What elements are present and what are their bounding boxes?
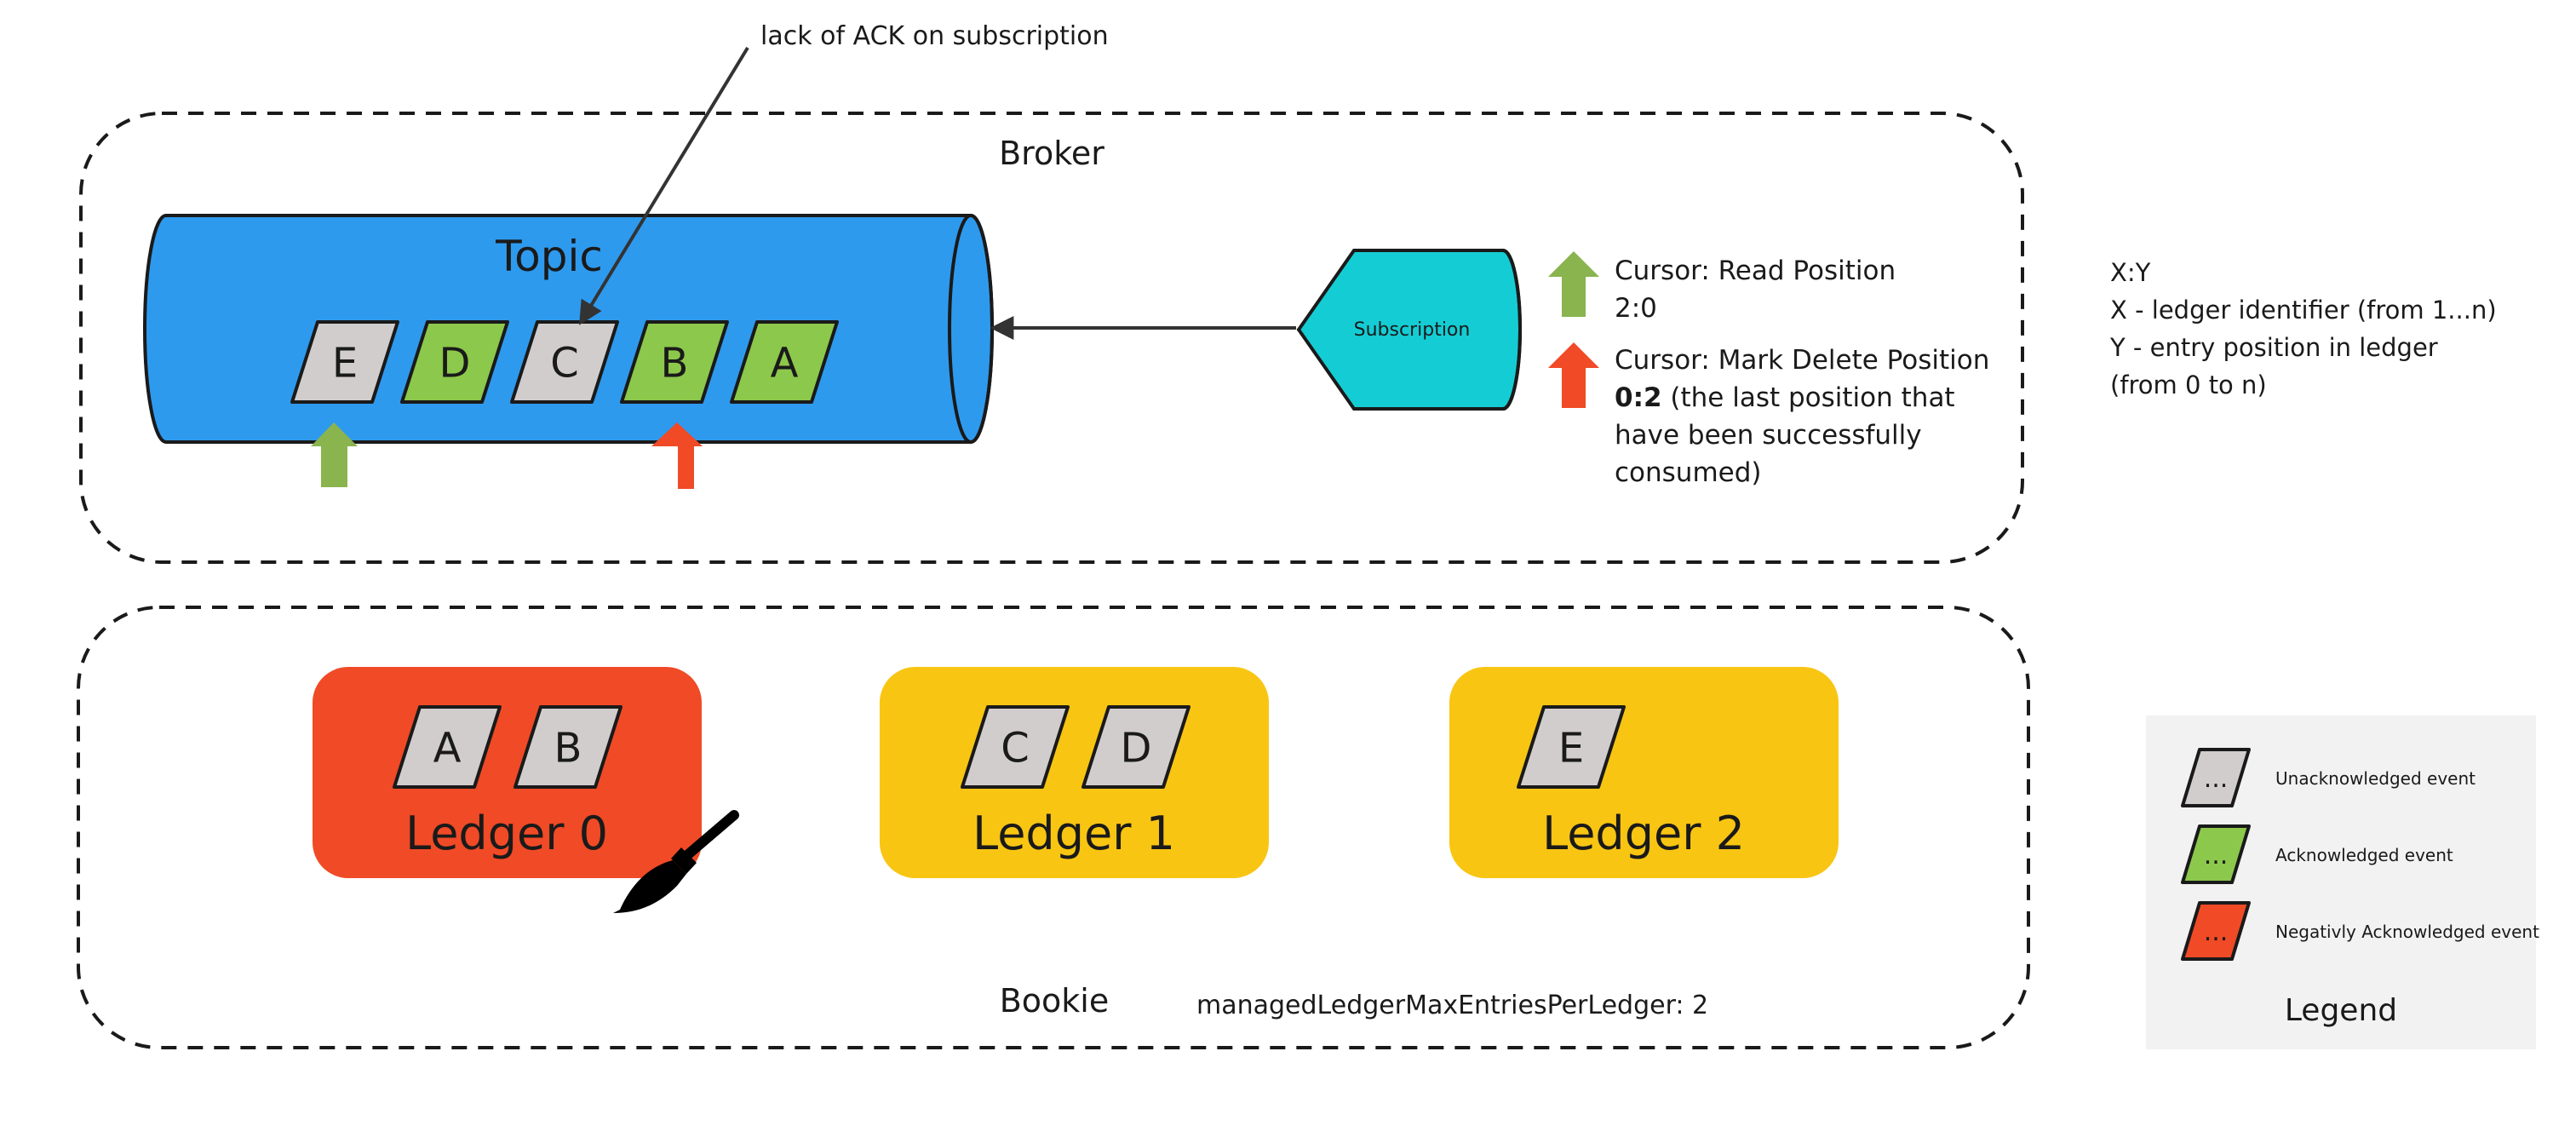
- legend-swatch-unacknowledged-label: ...: [2204, 764, 2229, 794]
- notation-line-2: X - ledger identifier (from 1...n): [2110, 296, 2497, 325]
- legend-swatch-acknowledged-shape: [2181, 824, 2251, 884]
- notation-line-4: (from 0 to n): [2110, 371, 2267, 399]
- legend-swatch-negative-shape: [2181, 901, 2251, 961]
- mark-delete-desc-2: have been successfully: [1615, 420, 1922, 451]
- legend-swatch-unacknowledged: ...: [2181, 748, 2251, 807]
- ledger-entry-a-shape: [393, 705, 502, 789]
- ledger-1-label: Ledger 1: [972, 807, 1175, 860]
- notation-line-1: X:Y: [2110, 258, 2151, 287]
- annotation: lack of ACK on subscription: [579, 21, 1109, 325]
- ledger-entry-b-shape: [513, 705, 622, 789]
- subscription-label: Subscription: [1354, 319, 1471, 341]
- broker-label: Broker: [999, 135, 1104, 172]
- red-up-arrow-icon: [1548, 342, 1599, 408]
- legend-label-acknowledged: Acknowledged event: [2275, 845, 2453, 865]
- ledger-entry-e-label: E: [1558, 724, 1584, 772]
- event-tile-d-label: D: [439, 339, 471, 387]
- ledger-entry-e: E: [1517, 705, 1626, 789]
- event-tile-d-shape: [400, 320, 509, 404]
- legend-label-unacknowledged: Unacknowledged event: [2275, 768, 2476, 789]
- notation-line-3: Y - entry position in ledger: [2109, 333, 2438, 362]
- ledger-2: Ledger 2 E: [1449, 667, 1839, 878]
- event-tile-a-label: A: [771, 339, 799, 387]
- ledger-entry-c-label: C: [1001, 724, 1030, 772]
- mark-delete-cursor-info: Cursor: Mark Delete Position 0:2 (the la…: [1548, 342, 1989, 488]
- green-up-arrow-icon: [311, 445, 358, 487]
- event-tile-a: A: [730, 320, 839, 404]
- event-tile-d: D: [400, 320, 509, 404]
- ledger-entry-b-label: B: [554, 724, 582, 772]
- topic-label: Topic: [495, 232, 603, 281]
- legend-swatch-acknowledged-label: ...: [2204, 841, 2229, 870]
- event-tile-c-label: C: [550, 339, 579, 387]
- broker-boundary: [79, 112, 2024, 564]
- mark-delete-marker: [651, 422, 703, 489]
- red-up-arrow-icon: [661, 446, 694, 489]
- ledger-entry-e-shape: [1517, 705, 1626, 789]
- subscription: Subscription: [990, 249, 1522, 411]
- annotation-arrow: [579, 46, 749, 325]
- legend-title: Legend: [2285, 993, 2397, 1028]
- ledger-2-entries: E: [1517, 705, 1626, 789]
- broker-container: Broker: [79, 112, 2024, 564]
- ledger-entry-a: A: [393, 705, 502, 789]
- ledger-entry-b: B: [513, 705, 622, 789]
- legend-swatch-unacknowledged-shape: [2181, 748, 2251, 807]
- ledger-entry-d: D: [1081, 705, 1190, 789]
- ledger-entry-c: C: [961, 705, 1070, 789]
- event-tile-e-shape: [290, 320, 399, 404]
- mark-delete-line1: 0:2 (the last position that: [1615, 382, 1955, 413]
- read-cursor-title: Cursor: Read Position: [1615, 256, 1896, 286]
- legend-label-negative: Negativly Acknowledged event: [2275, 922, 2539, 942]
- event-tile-a-shape: [730, 320, 839, 404]
- mark-delete-desc-1: (the last position that: [1662, 382, 1955, 413]
- event-tile-c: C: [510, 320, 619, 404]
- ledger-entry-c-shape: [961, 705, 1070, 789]
- legend-items: ... Unacknowledged event... Acknowledged e…: [2181, 748, 2539, 961]
- event-tile-e-label: E: [332, 339, 358, 387]
- legend-swatch-negative-label: ...: [2204, 917, 2229, 947]
- broom-icon: [613, 810, 739, 913]
- ledger-entry-d-label: D: [1121, 724, 1152, 772]
- green-up-arrow-icon: [1548, 251, 1599, 317]
- read-cursor-value: 2:0: [1615, 293, 1657, 324]
- ledger-entry-d-shape: [1081, 705, 1190, 789]
- topic-cylinder: Topic E D C B A: [143, 214, 994, 444]
- mark-delete-value: 0:2: [1615, 382, 1662, 413]
- legend-swatch-negative: ...: [2181, 901, 2251, 961]
- event-tile-b: B: [620, 320, 729, 404]
- position-notation: X:Y X - ledger identifier (from 1...n) Y…: [2109, 258, 2497, 399]
- mark-delete-desc-3: consumed): [1615, 457, 1762, 488]
- read-position-marker: [311, 422, 358, 487]
- ledger-entry-a-label: A: [433, 724, 462, 772]
- event-tile-e: E: [290, 320, 399, 404]
- bookie-container: Bookie managedLedgerMaxEntriesPerLedger:…: [77, 606, 2030, 1049]
- ledger-2-label: Ledger 2: [1542, 807, 1745, 860]
- event-tile-b-shape: [620, 320, 729, 404]
- mark-delete-title: Cursor: Mark Delete Position: [1615, 345, 1989, 376]
- ledger-0-label: Ledger 0: [405, 807, 608, 860]
- read-cursor-info: Cursor: Read Position 2:0: [1548, 251, 1896, 324]
- bookie-label: Bookie: [1000, 982, 1110, 1020]
- bookie-config: managedLedgerMaxEntriesPerLedger: 2: [1196, 991, 1708, 1020]
- legend: ... Unacknowledged event... Acknowledged e…: [2146, 715, 2539, 1049]
- event-tile-b-label: B: [661, 339, 689, 387]
- legend-swatch-acknowledged: ...: [2181, 824, 2251, 884]
- annotation-text: lack of ACK on subscription: [760, 21, 1109, 51]
